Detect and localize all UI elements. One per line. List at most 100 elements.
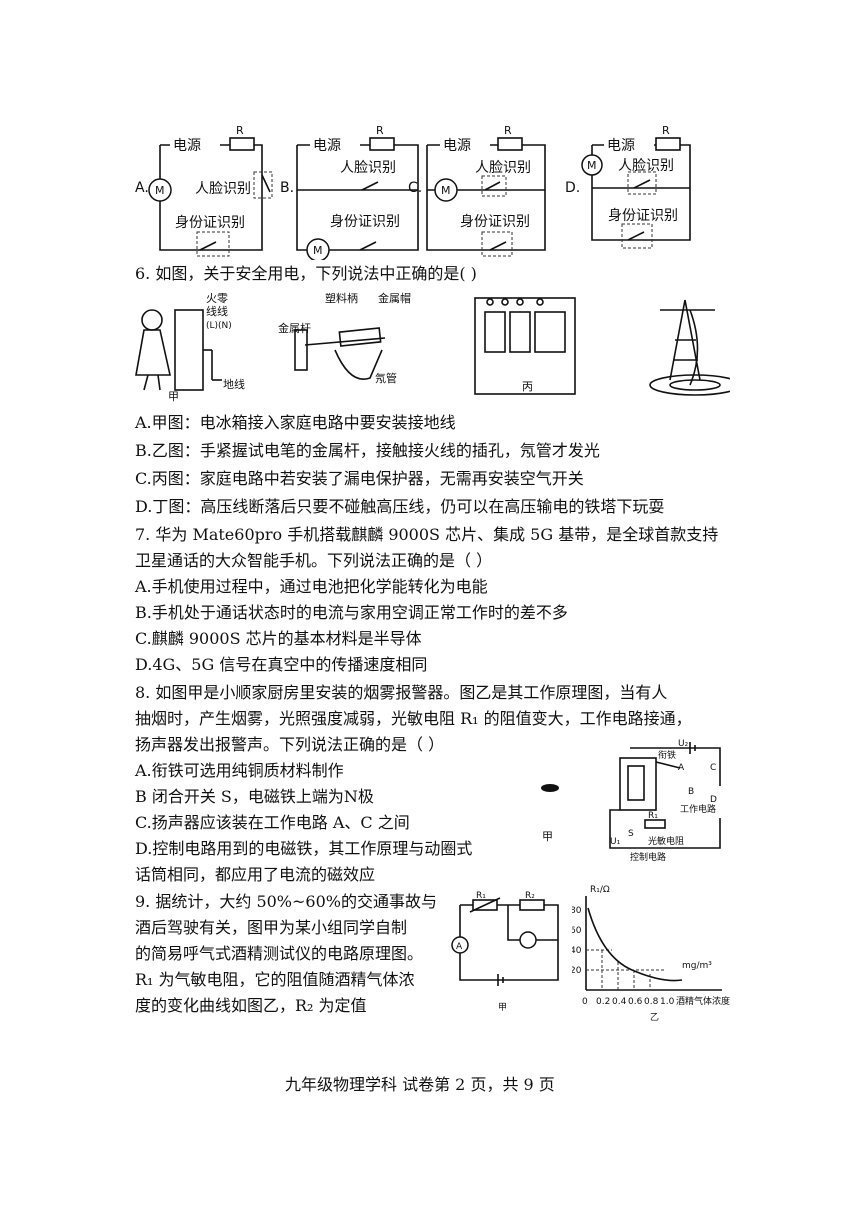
q9-graph-ytick-40: 40 [572,946,582,956]
q7-option-b: B.手机处于通话状态时的电流与家用空调正常工作时的差不多 [135,603,568,622]
q9-graph-ytick-20: 20 [572,966,582,976]
q5-option-a: A. R 电源 M 人脸识别 身份证识别 [135,124,273,257]
q9-graph-xtick-10: 1.0 [660,997,675,1007]
q8-option-c: C.扬声器应该装在工作电路 A、C 之间 [135,813,410,832]
svg-text:丙: 丙 [522,380,533,393]
svg-text:A: A [456,942,463,952]
q8-option-d-line2: 话筒相同，都应用了电流的磁效应 [135,865,376,884]
svg-text:塑料柄: 塑料柄 [325,291,358,305]
q9-graph-xtick-04: 0.4 [612,997,627,1007]
q9-graph-xtick-08: 0.8 [644,997,659,1007]
q6-fig-yi: 塑料柄 金属帽 金属杆 氖管 [278,291,411,385]
svg-text:C.: C. [408,180,422,196]
q7-option-c: C.麒麟 9000S 芯片的基本材料是半导体 [135,629,422,648]
svg-text:人脸识别: 人脸识别 [475,160,531,176]
svg-text:控制电路: 控制电路 [630,851,666,863]
svg-text:D.: D. [565,180,580,196]
svg-text:工作电路: 工作电路 [680,803,716,815]
q6-option-b: B.乙图：手紧握试电笔的金属杆，接触接火线的插孔，氖管才发光 [135,441,600,460]
q6-option-d: D.丁图：高压线断落后只要不碰触高压线，仍可以在高压输电的铁塔下玩耍 [135,497,665,516]
svg-text:电源: 电源 [443,138,471,154]
svg-text:氖管: 氖管 [375,371,397,385]
q7-option-a: A.手机使用过程中，通过电池把化学能转化为电能 [135,577,488,596]
q9-line2: 酒后驾驶有关，图甲为某小组同学自制 [135,918,408,937]
q5-option-d: D. R 电源 M 人脸识别 身份证识别 [565,124,691,249]
q6-fig-ding [649,299,730,396]
q6-option-c: C.丙图：家庭电路中若安装了漏电保护器，无需再安装空气开关 [135,469,584,488]
svg-text:衔铁: 衔铁 [658,749,676,761]
svg-text:地线: 地线 [223,377,245,391]
svg-text:电源: 电源 [607,138,635,154]
q9-graph-caption: 乙 [650,1012,659,1022]
svg-text:(L)(N): (L)(N) [206,321,232,331]
svg-text:光敏电阻: 光敏电阻 [648,835,684,847]
svg-text:R: R [662,124,670,137]
svg-text:R₂: R₂ [525,891,535,901]
q9-graph-xtick-02: 0.2 [596,997,610,1007]
svg-text:人脸识别: 人脸识别 [195,181,251,197]
q5-option-c: C. R 电源 M 人脸识别 身份证识别 [408,124,546,257]
q9-graph-gridlines [586,949,666,990]
svg-text:M: M [155,184,165,197]
svg-text:A: A [678,763,685,773]
svg-text:M: M [441,184,451,197]
q6-option-a: A.甲图：电冰箱接入家庭电路中要安装接地线 [135,413,456,432]
svg-text:电源: 电源 [173,138,201,154]
svg-text:身份证识别: 身份证识别 [175,215,245,231]
q9-graph-xtick-0: 0 [582,997,588,1007]
svg-text:R: R [504,124,512,137]
q9-fig-yi-graph: R₁/Ω 80 60 40 20 0 0.2 0.4 0.6 0.8 1.0 酒… [572,885,730,1022]
svg-text:M: M [313,244,323,257]
q9-graph-unit: mg/m³ [682,961,712,971]
q6-fig-bing: 丙 [474,297,576,395]
svg-text:D: D [710,795,717,805]
q9-line3: 的简易呼气式酒精测试仪的电路原理图。 [135,944,424,963]
svg-text:M: M [587,159,597,172]
q9-fig-jia: R₁ R₂ A 甲 [451,891,559,1013]
q9-line1: 9. 据统计，大约 50%~60%的交通事故与 [135,892,437,911]
q7-stem-line1: 7. 华为 Mate60pro 手机搭载麒麟 9000S 芯片、集成 5G 基带… [135,525,719,544]
svg-text:电源: 电源 [313,138,341,154]
q7-stem-line2: 卫星通话的大众智能手机。下列说法正确的是（ ） [135,551,493,570]
q8-fig-jia: 甲 [541,784,559,843]
q9-graph-ytick-60: 60 [572,926,582,936]
svg-text:人脸识别: 人脸识别 [618,158,674,174]
q6-stem: 6. 如图，关于安全用电，下列说法中正确的是( ) [135,264,477,283]
q9-graph-ytick-80: 80 [572,906,582,916]
q9-graph-xtick-06: 0.6 [628,997,643,1007]
q8-option-d-line1: D.控制电路用到的电磁铁，其工作原理与动圈式 [135,839,473,858]
q8-fig-yi: U₂ 衔铁 A C B D 工作电路 R₁ S U₁ 光敏电阻 控制电路 [609,739,721,863]
page-footer: 九年级物理学科 试卷第 2 页，共 9 页 [285,1075,555,1094]
svg-text:U₁: U₁ [610,837,621,847]
q8-stem-line2: 抽烟时，产生烟雾，光照强度减弱，光敏电阻 R₁ 的阻值变大，工作电路接通， [135,709,692,728]
q9-graph-xlabel: 酒精气体浓度 [676,995,730,1007]
svg-text:R₁: R₁ [476,891,486,901]
svg-text:甲: 甲 [168,390,179,403]
svg-text:身份证识别: 身份证识别 [330,214,400,230]
svg-text:R: R [236,124,244,137]
q9-graph-ylabel: R₁/Ω [590,885,610,895]
q8-figures: 甲 U₂ 衔铁 A C B D 工作电路 R₁ S U₁ 光敏电阻 控制电路 [541,739,721,863]
svg-text:线线: 线线 [206,304,228,318]
svg-text:C: C [710,763,716,773]
svg-text:甲: 甲 [498,1002,507,1013]
svg-text:火零: 火零 [206,292,228,305]
svg-text:U₂: U₂ [678,739,689,749]
q5-option-b: B. R 电源 人脸识别 身份证识别 M [280,124,419,260]
q6-fig-jia: 火零 线线 (L)(N) 地线 甲 [135,292,245,403]
svg-text:身份证识别: 身份证识别 [460,214,530,230]
svg-text:R₁: R₁ [648,811,658,821]
q9-line4: R₁ 为气敏电阻，它的阻值随酒精气体浓 [135,970,415,989]
q8-option-a: A.衔铁可选用纯铜质材料制作 [135,761,344,780]
svg-text:身份证识别: 身份证识别 [608,208,678,224]
svg-text:B.: B. [280,180,294,196]
q8-stem-line1: 8. 如图甲是小顺家厨房里安装的烟雾报警器。图乙是其工作原理图，当有人 [135,683,668,702]
svg-text:R: R [376,124,384,137]
q9-line5: 度的变化曲线如图乙，R₂ 为定值 [135,996,367,1015]
q8-stem-line3: 扬声器发出报警声。下列说法正确的是（ ） [135,735,445,754]
svg-text:人脸识别: 人脸识别 [340,160,396,176]
q8-option-b: B 闭合开关 S，电磁铁上端为N极 [135,787,374,806]
svg-text:S: S [628,829,634,839]
q5-a-letter: A. [135,180,149,196]
svg-text:金属杆: 金属杆 [278,321,311,335]
